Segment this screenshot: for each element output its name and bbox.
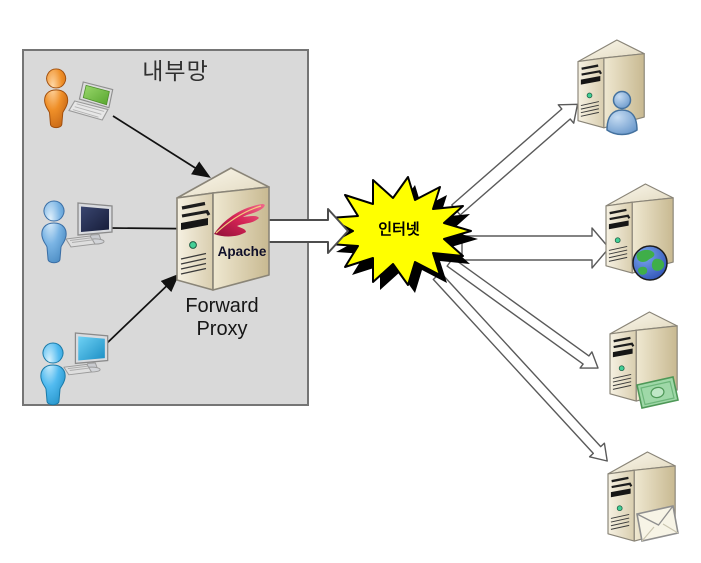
proxy-caption: Forward Proxy [174, 295, 270, 341]
remote-server-3 [608, 310, 679, 409]
internet-starburst [328, 176, 478, 293]
internet-to-server-arrow-2 [461, 227, 610, 269]
money-icon [636, 376, 679, 409]
client-arrow-3 [103, 273, 180, 347]
internet-to-server-arrow-4 [432, 271, 608, 462]
internal-network-label: 내부망 [142, 58, 209, 84]
internet-to-server-arrow-3 [446, 257, 599, 369]
client-arrow-1 [112, 115, 211, 178]
mail-icon [636, 505, 679, 542]
proxy-server-icon [175, 166, 271, 292]
internet-label: 인터넷 [378, 221, 420, 238]
starburst-shape [328, 176, 472, 286]
remote-server-4 [606, 450, 679, 543]
remote-server-2 [604, 182, 675, 281]
proxy-caption-line2: Proxy [196, 318, 248, 340]
apache-feather-icon [214, 204, 265, 237]
proxy-caption-line1: Forward [185, 295, 259, 317]
proxy-to-internet-arrow [259, 208, 349, 254]
internet-to-server-arrow-1 [451, 103, 579, 216]
internet-to-server-arrows [432, 103, 610, 462]
apache-brand-label: Apache [217, 244, 267, 259]
user-icon [606, 90, 638, 136]
globe-icon [632, 245, 668, 281]
remote-server-1 [576, 38, 646, 136]
